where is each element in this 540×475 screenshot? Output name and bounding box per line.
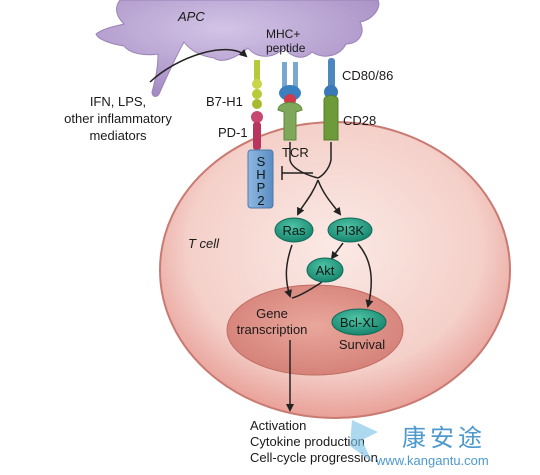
shp2-letter-p: P [257, 180, 266, 195]
watermark-url: www.kangantu.com [375, 453, 489, 468]
shp2-letter-h: H [256, 167, 265, 182]
pi3k-to-akt [330, 242, 344, 260]
outcome-cell-cycle: Cell-cycle progression [250, 450, 378, 465]
transcription-label: transcription [237, 322, 308, 337]
ras-label: Ras [282, 223, 306, 238]
bclxl-label: Bcl-XL [340, 315, 378, 330]
mediators-line-1: IFN, LPS, [90, 94, 146, 109]
apc-cell [95, 0, 380, 97]
shp2-letter-2: 2 [257, 193, 264, 208]
apc-label: APC [177, 9, 205, 24]
mhc-tcr-complex [277, 62, 303, 141]
cd28-label: CD28 [343, 113, 376, 128]
pi3k-to-bclxl [357, 243, 374, 308]
mediators-line-3: mediators [89, 128, 147, 143]
to-pi3k [317, 179, 342, 216]
mhc-label: MHC+ [266, 27, 300, 41]
tcr-label: TCR [282, 145, 309, 160]
peptide-label: peptide [266, 41, 306, 55]
bclxl-node [331, 308, 387, 336]
mediators-line-2: other inflammatory [64, 111, 172, 126]
watermark-chinese: 康安途 [402, 424, 486, 452]
outcome-cytokine: Cytokine production [250, 434, 365, 449]
t-cell-label: T cell [188, 236, 220, 251]
b7h1-ligand [252, 60, 262, 109]
shp2-letter-s: S [257, 154, 266, 169]
outcome-activation: Activation [250, 418, 306, 433]
gene-label: Gene [256, 306, 288, 321]
akt-to-gene [291, 281, 323, 299]
to-ras [297, 179, 319, 216]
watermark-logo-icon [350, 420, 378, 462]
shp2-box [247, 149, 274, 209]
ras-node [274, 217, 314, 243]
ras-to-gene [284, 244, 293, 298]
cd28-line [317, 142, 332, 179]
mediator-arrow [149, 48, 248, 83]
tcr-line [289, 142, 319, 179]
pd1-label: PD-1 [218, 125, 248, 140]
watermark: 康安途 www.kangantu.com [350, 420, 489, 468]
survival-label: Survival [339, 337, 385, 352]
pd1-receptor [251, 111, 263, 150]
pi3k-node [327, 217, 373, 243]
cd80-label: CD80/86 [342, 68, 393, 83]
cd80-cd28 [323, 58, 339, 141]
b7h1-label: B7-H1 [206, 94, 243, 109]
pi3k-label: PI3K [336, 223, 365, 238]
akt-label: Akt [316, 263, 335, 278]
akt-node [306, 257, 344, 283]
nucleus [226, 284, 404, 376]
